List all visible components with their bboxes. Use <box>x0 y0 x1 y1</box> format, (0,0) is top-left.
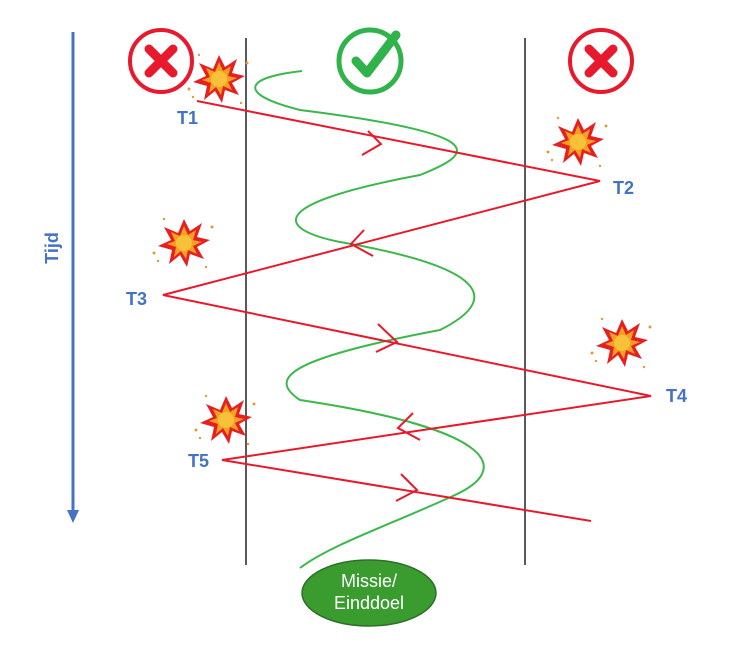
direction-arrow <box>396 412 421 441</box>
turn-label-t1: T1 <box>177 108 198 128</box>
direction-arrow <box>395 473 419 502</box>
direction-arrow <box>361 130 383 156</box>
explosion-icon <box>546 116 608 168</box>
explosion-icon <box>152 217 214 269</box>
cross-icon <box>568 28 634 94</box>
direction-arrow <box>375 323 399 353</box>
cross-icon <box>128 28 194 94</box>
explosion-icon <box>187 53 249 105</box>
time-axis-arrowhead <box>67 510 79 523</box>
goal-label-line1: Missie/ <box>341 571 397 591</box>
goal-label-line2: Einddoel <box>334 593 404 613</box>
turn-label-t4: T4 <box>666 386 687 406</box>
turn-label-t3: T3 <box>126 289 147 309</box>
direction-arrow <box>349 229 374 257</box>
mission-path <box>254 70 485 569</box>
turn-label-t2: T2 <box>613 178 634 198</box>
explosion-icon <box>590 317 652 369</box>
check-icon <box>336 27 404 95</box>
time-axis-label: Tijd <box>42 232 62 264</box>
turn-label-t5: T5 <box>188 451 209 471</box>
deviation-path <box>162 100 652 522</box>
mission-goal: Missie/ Einddoel <box>301 559 437 627</box>
